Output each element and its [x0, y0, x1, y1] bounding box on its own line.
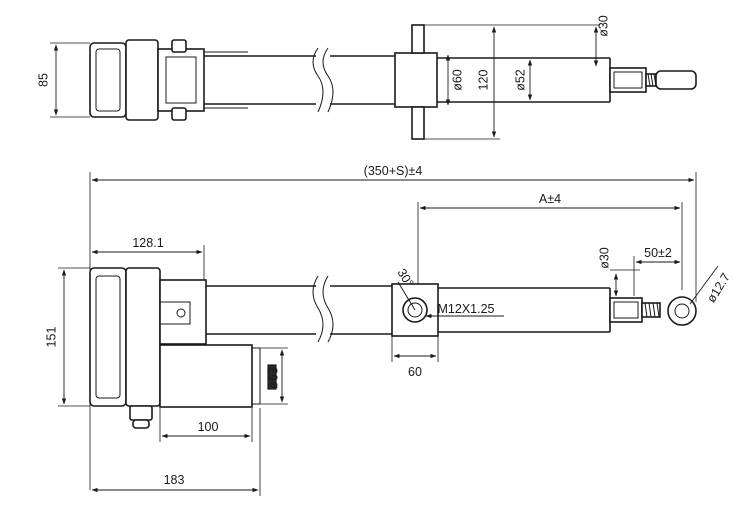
side-motor [159, 344, 253, 408]
rod-eye [667, 296, 697, 326]
label-motor-length: 100 [198, 420, 219, 434]
label-side-height: 151 [44, 327, 58, 348]
label-motor-diameter: ø63 [266, 367, 280, 389]
cable-gland [129, 405, 153, 421]
side-gearbox [125, 267, 161, 407]
top-gearbox [125, 39, 159, 121]
label-clamp-width: 120 [476, 70, 490, 91]
rod-eye-hole [674, 303, 690, 319]
label-rod-diameter: ø30 [597, 247, 611, 269]
label-clamp-diameter: ø60 [450, 69, 464, 91]
side-motor-housing [89, 267, 127, 407]
top-motor-housing [89, 42, 127, 118]
top-clamp-block [394, 52, 438, 108]
top-mount-bracket [157, 48, 205, 112]
label-pin-diameter: ø30 [596, 15, 610, 37]
side-view: (350+S)±4 A±4 128.1 [44, 164, 733, 496]
label-motor-offset: 128.1 [132, 236, 163, 250]
top-rod-eye [655, 70, 697, 90]
side-bracket [159, 279, 207, 345]
label-overall-length: (350+S)±4 [364, 164, 423, 178]
label-stroke-length: A±4 [539, 192, 561, 206]
label-eye-length: 50±2 [644, 246, 672, 260]
top-clamp-pin [411, 24, 425, 54]
label-base-length: 183 [164, 473, 185, 487]
label-thread: M12X1.25 [438, 302, 495, 316]
top-view: 85 ø30 ø60 120 ø52 [36, 15, 697, 140]
label-eye-hole: ø12.7 [704, 271, 733, 306]
label-block-width: 60 [408, 365, 422, 379]
label-tube-diameter: ø52 [513, 69, 527, 91]
label-top-height: 85 [36, 73, 50, 87]
